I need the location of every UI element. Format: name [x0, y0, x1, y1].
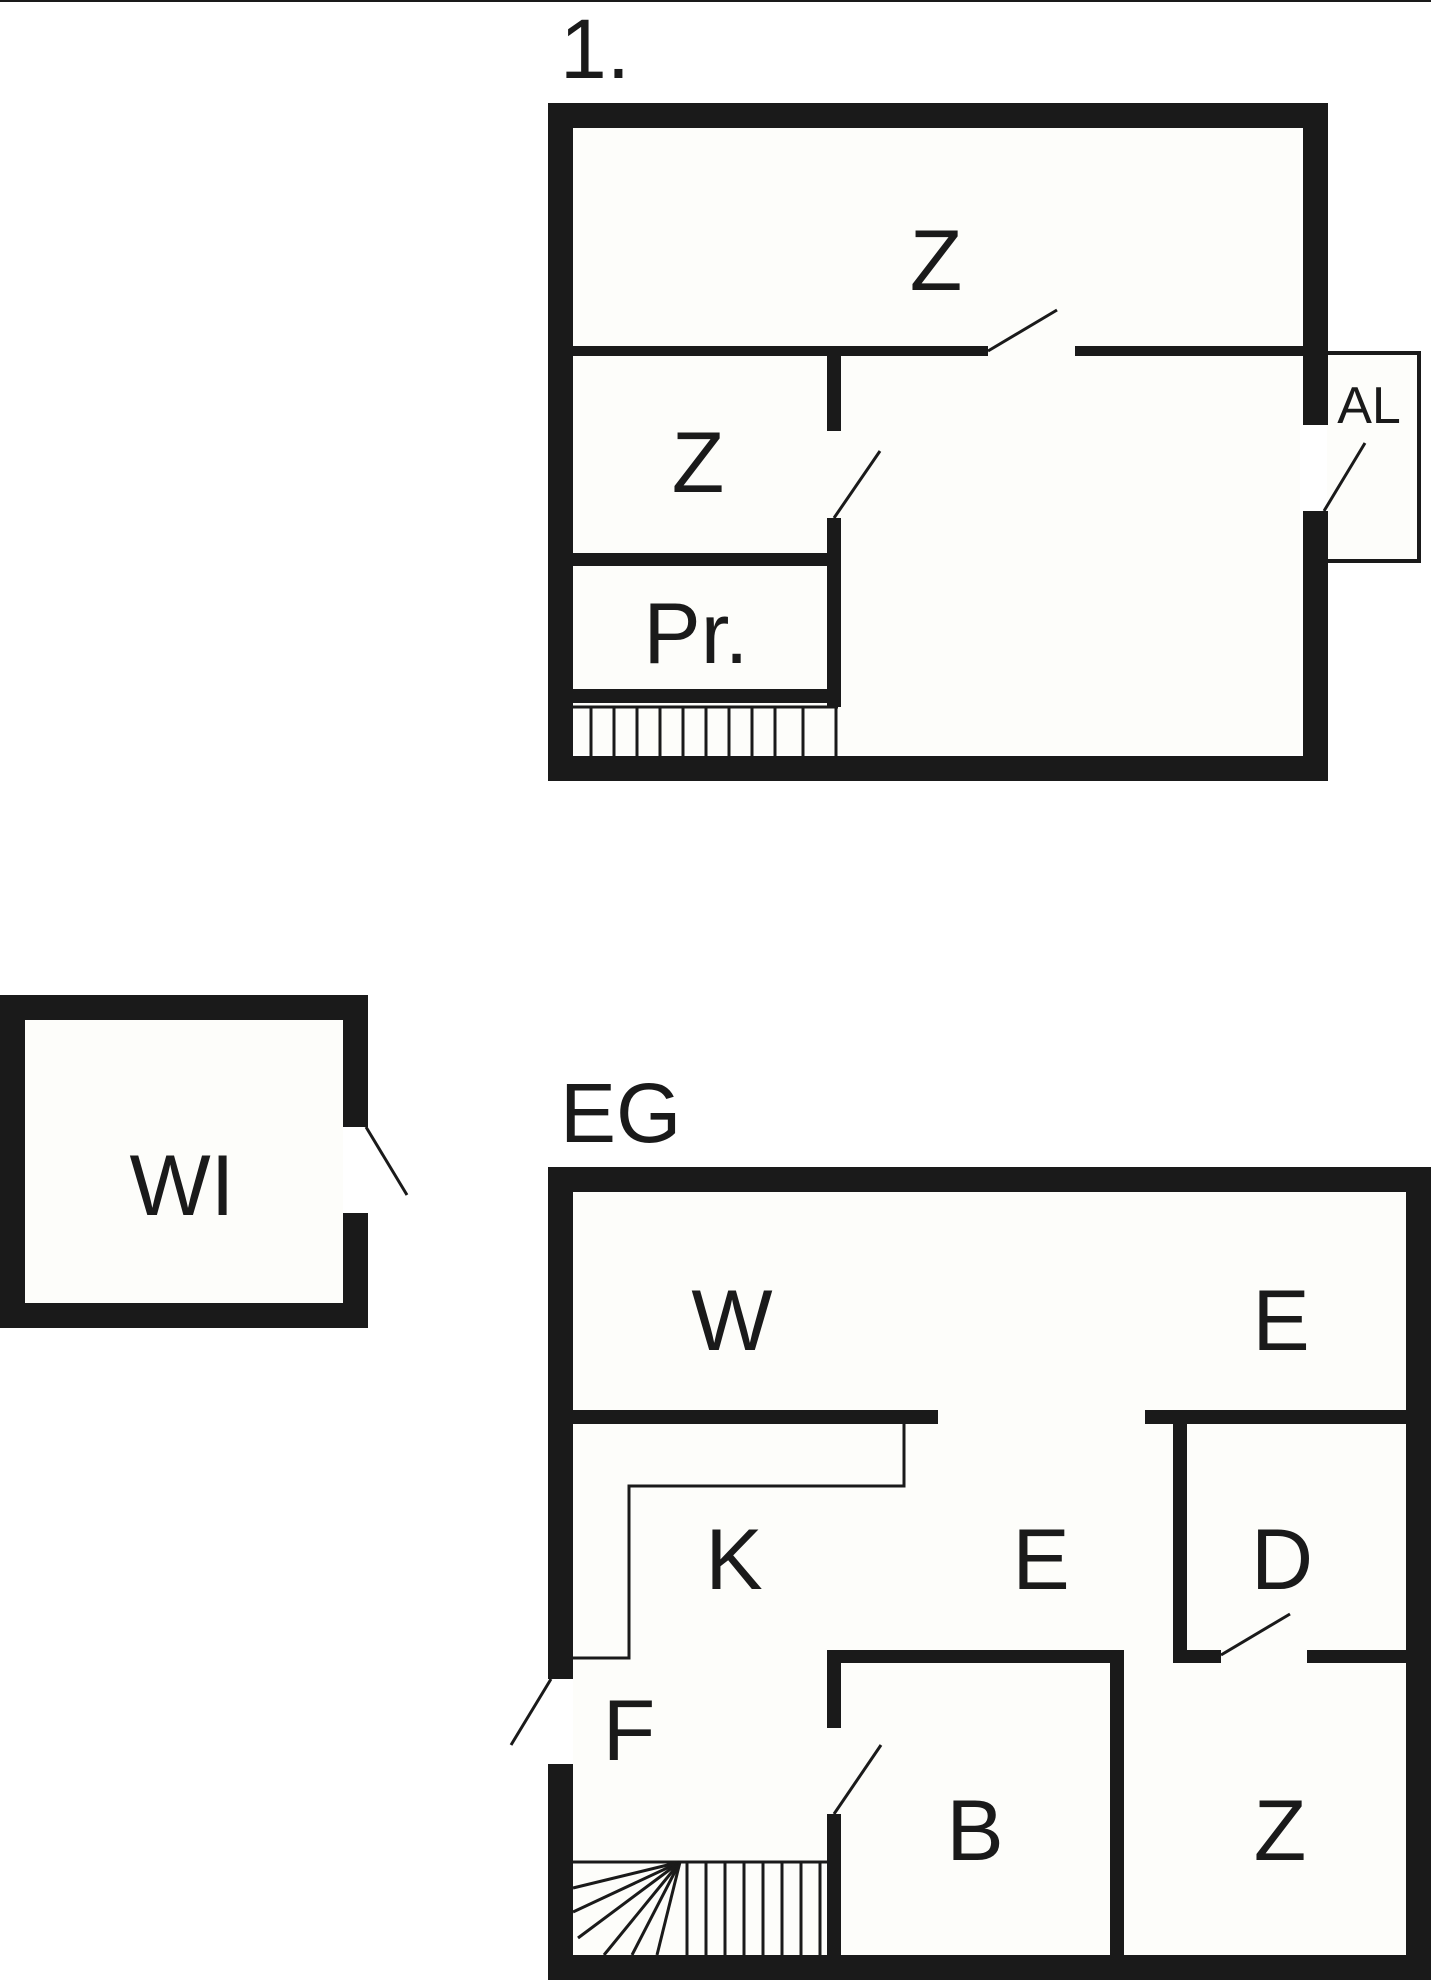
upper-outer-walls: [548, 103, 1328, 781]
room-label-pantry: Pr.: [643, 586, 748, 682]
upper-stairs: [573, 705, 838, 756]
balcony-outline: [1328, 351, 1421, 563]
door-swing-bath: [832, 1744, 883, 1815]
ground-doors: [509, 1612, 1291, 1815]
room-label-kitchen: K: [705, 1512, 762, 1608]
ground-interior-walls: [573, 1410, 1406, 1955]
room-label-bath: B: [946, 1783, 1003, 1879]
door-swing-top-room: [987, 308, 1058, 353]
room-label-upper-top-z: Z: [910, 213, 963, 309]
room-label-shower: D: [1251, 1512, 1313, 1608]
outbuilding-area: [25, 1020, 343, 1303]
door-swing-outbuilding: [364, 1126, 409, 1196]
outbuilding: WI: [0, 995, 409, 1328]
upper-floor-title: 1.: [560, 2, 630, 96]
door-swing-shower: [1220, 1612, 1291, 1657]
upper-interior-walls: [573, 346, 1303, 707]
room-label-hall-center: E: [1012, 1512, 1069, 1608]
ground-floor: EG: [509, 1066, 1431, 1980]
outbuilding-walls: [0, 995, 368, 1328]
door-swing-balcony: [1322, 442, 1367, 512]
door-swing-entrance: [509, 1678, 553, 1746]
door-swing-left-room: [832, 450, 882, 519]
ground-outer-walls: [548, 1167, 1431, 1980]
ground-floor-area: [573, 1192, 1406, 1955]
kitchen-counter: [573, 1424, 906, 1660]
upper-doors: [832, 308, 1367, 519]
room-label-balcony: AL: [1337, 377, 1401, 435]
upper-floor: 1.: [548, 2, 1421, 781]
upper-floor-area: [560, 116, 1300, 754]
room-label-bedroom: Z: [1254, 1783, 1307, 1879]
ground-floor-title: EG: [560, 1066, 681, 1160]
room-label-living: W: [691, 1273, 772, 1369]
room-label-upper-left-z: Z: [672, 415, 725, 511]
room-label-corridor: F: [603, 1683, 656, 1779]
ground-stairs: [572, 1860, 827, 1956]
room-label-wi: WI: [129, 1138, 234, 1234]
room-label-hall-top: E: [1252, 1273, 1309, 1369]
balcony-area: [1327, 353, 1419, 561]
